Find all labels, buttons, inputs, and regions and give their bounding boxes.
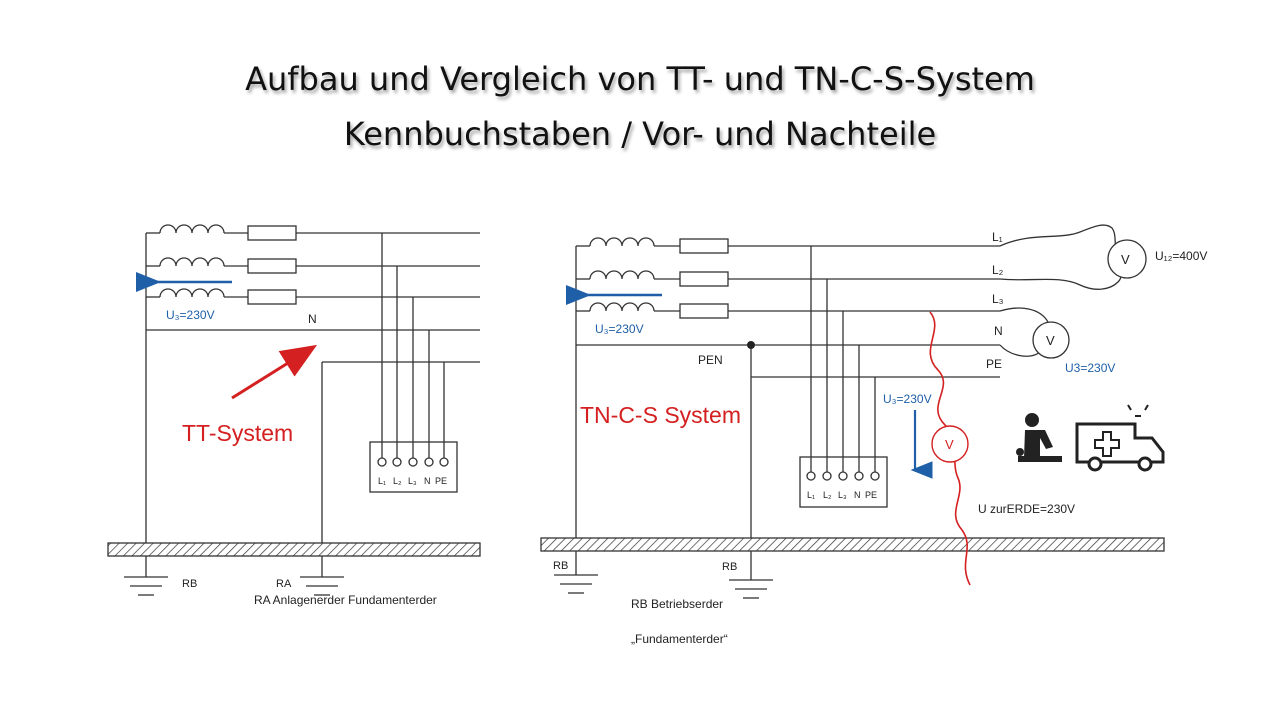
tncs-voltage-mid: U₃=230V [883, 392, 932, 406]
voltmeter-u3 [1032, 321, 1070, 359]
pen-label: PEN [698, 353, 723, 367]
ambulance-icon [1075, 404, 1165, 472]
line-label-l1: L₁ [992, 230, 1003, 244]
line-label-l2: L₂ [992, 263, 1004, 277]
pointer-arrow-icon [231, 344, 318, 400]
rb-caption: RB Betriebserder [631, 597, 723, 611]
line-label-l3: L₃ [992, 292, 1004, 306]
tncs-terminal-l3: L₃ [838, 490, 847, 500]
line-label-n: N [994, 324, 1003, 338]
title-line-1: Aufbau und Vergleich von TT- und TN-C-S-… [245, 60, 1035, 98]
tncs-terminal-n: N [854, 490, 861, 500]
u-earth-label: U zurERDE=230V [978, 502, 1075, 516]
tt-terminal-l1: L₁ [378, 476, 386, 486]
tt-ra-label: RA [276, 578, 292, 590]
pen-junction [747, 341, 755, 349]
tt-terminal-pe: PE [435, 476, 447, 486]
line-label-pe: PE [986, 357, 1002, 371]
voltmeter-u12 [1107, 239, 1147, 279]
tt-terminal-l3: L₃ [408, 476, 417, 486]
tt-n-label: N [308, 312, 317, 326]
tt-ra-caption: RA Anlagenerder Fundamenterder [254, 593, 437, 607]
meter-u12-symbol: V [1121, 252, 1130, 267]
tt-system-label: TT-System [182, 420, 293, 446]
tncs-system [540, 224, 1165, 599]
title-line-2: Kennbuchstaben / Vor- und Nachteile [343, 115, 937, 153]
tncs-rb-right: RB [722, 561, 737, 573]
u3-label: U3=230V [1065, 361, 1115, 375]
tt-terminal-l2: L₂ [393, 476, 402, 486]
tt-system [107, 224, 481, 596]
cpr-icon [1016, 413, 1062, 462]
tt-voltage-label: U₃=230V [166, 308, 215, 322]
tt-terminal-n: N [424, 476, 431, 486]
meter-u3-symbol: V [1046, 333, 1055, 348]
tncs-voltage-left: U₃=230V [595, 322, 644, 336]
fundament-label: „Fundamenterder“ [631, 632, 728, 646]
tncs-system-label: TN-C-S System [580, 402, 741, 428]
voltmeter-earth [931, 425, 969, 463]
tncs-terminal-pe: PE [865, 490, 877, 500]
tncs-terminal-l2: L₂ [823, 490, 832, 500]
tncs-terminal-l1: L₁ [807, 490, 815, 500]
u12-label: U₁₂=400V [1155, 249, 1207, 263]
meter-earth-symbol: V [945, 437, 954, 452]
tncs-rb-left: RB [553, 560, 568, 572]
tt-rb-label: RB [182, 578, 197, 590]
